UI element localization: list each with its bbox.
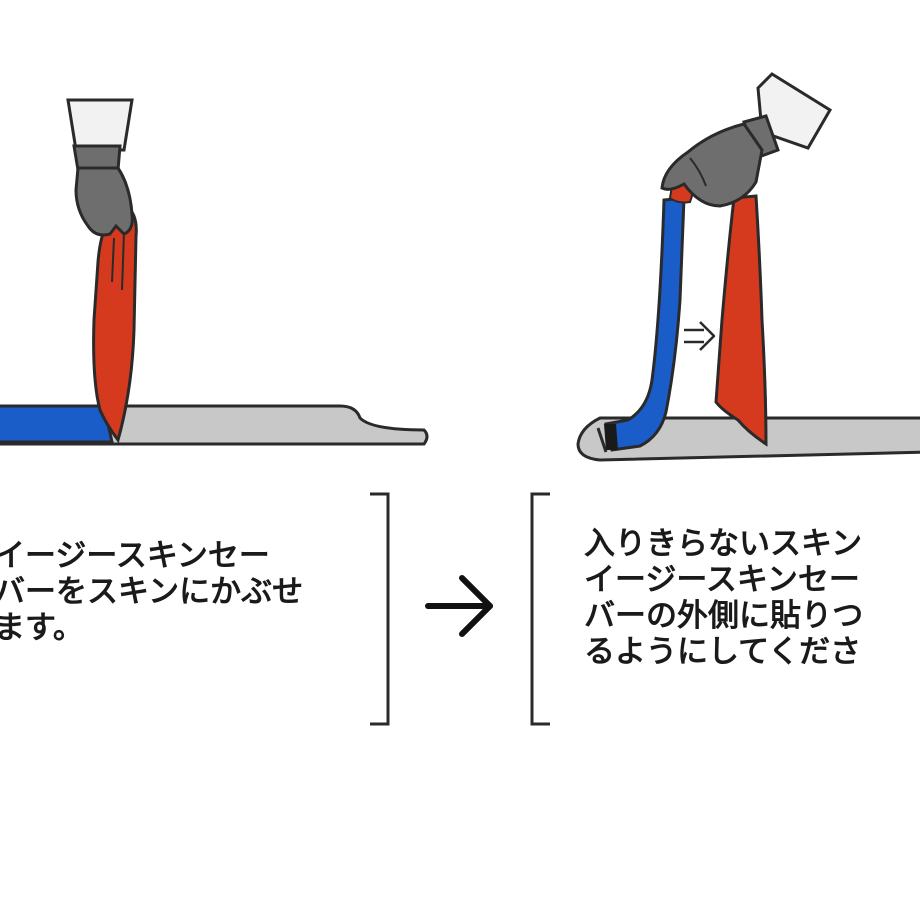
step-2-line-1: 入りきらないスキン (584, 526, 863, 562)
step-2-line-3: バーの外側に貼りつ (584, 598, 864, 634)
blue-skin-right (604, 196, 686, 452)
step-2-line-4: るようにしてくださ (584, 634, 862, 670)
red-cover-right (714, 194, 768, 447)
blue-skin-left (0, 404, 114, 444)
glove-cuff-left (72, 144, 122, 172)
sleeve-left (66, 98, 134, 152)
step-1-line-3: ます。 (0, 610, 84, 646)
bracket-right-open (530, 492, 550, 726)
step-2-line-2: イージースキンセー (584, 562, 860, 598)
glove-right (660, 122, 764, 208)
transition-arrow (425, 575, 493, 637)
bracket-left-close (370, 492, 390, 726)
step-1-line-1: イージースキンセー (0, 538, 270, 574)
step-1-line-2: バーをスキンにかぶせ (0, 574, 304, 610)
step-1-caption: イージースキンセー バーをスキンにかぶせ ます。 (0, 538, 303, 646)
left-panel-illustration (0, 98, 429, 446)
glove-left (74, 166, 134, 237)
inner-arrow-icon (684, 321, 716, 351)
step-2-caption: 入りきらないスキン イージースキンセー バーの外側に貼りつ るようにしてくださ (584, 526, 863, 670)
right-panel-illustration (576, 72, 920, 462)
ski-right (576, 416, 920, 462)
